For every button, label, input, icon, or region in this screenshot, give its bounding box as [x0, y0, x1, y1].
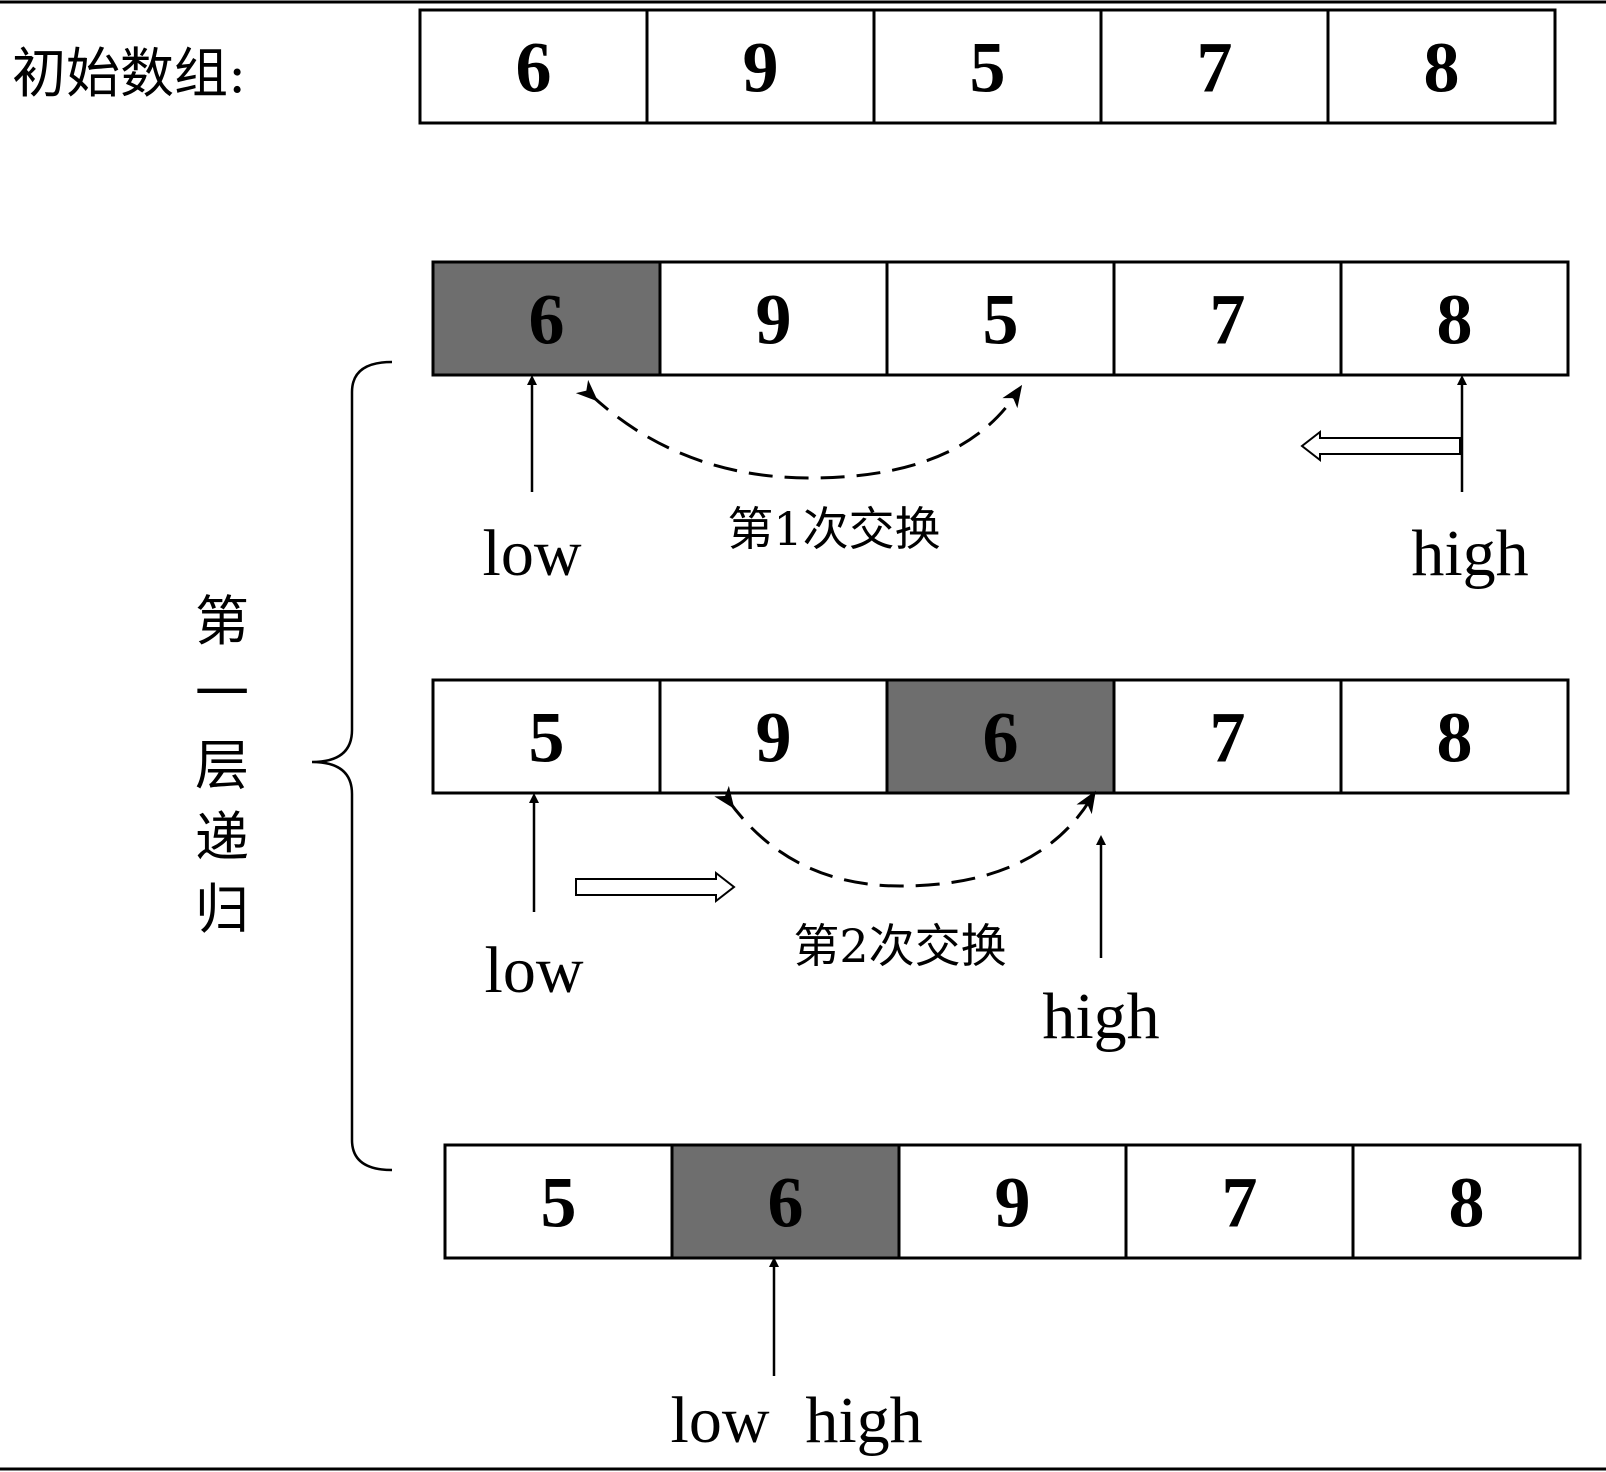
cell-value: 7 — [1210, 698, 1246, 778]
recursion-brace — [311, 360, 393, 1172]
cell-value: 8 — [1449, 1163, 1485, 1243]
array-cell — [1112, 260, 1343, 377]
low-label-3: low — [671, 1384, 770, 1457]
array-row-step-3: 5 6 9 7 8 — [443, 1143, 1582, 1260]
array-row-step-2: 5 9 6 7 8 — [431, 678, 1570, 795]
high-label-3: high — [805, 1384, 922, 1457]
cell-value: 7 — [1222, 1163, 1258, 1243]
array-cell — [1112, 678, 1343, 795]
swap-2-dashed-arrow — [714, 785, 1096, 888]
array-cell — [1351, 1143, 1582, 1260]
pivot-cell — [670, 1143, 901, 1260]
recursion-label-char-2: 一 — [195, 662, 249, 725]
swap-2-label: 第2次交换 — [793, 919, 1006, 973]
initial-array-label: 初始数组: — [12, 42, 246, 105]
array-cell — [658, 678, 889, 795]
array-cell — [431, 678, 662, 795]
cell-value: 6 — [983, 698, 1019, 778]
cell-value: 9 — [756, 698, 792, 778]
array-cell — [885, 260, 1116, 377]
array-cell — [1339, 260, 1570, 377]
recursion-label-char-4: 递 — [195, 806, 249, 869]
swap-1-label: 第1次交换 — [727, 502, 940, 556]
recursion-label-char-3: 层 — [195, 734, 249, 797]
cell-value: 9 — [743, 28, 779, 108]
cell-value: 9 — [995, 1163, 1031, 1243]
low-move-right-arrow — [575, 870, 736, 904]
array-cell — [645, 8, 876, 125]
cell-value: 8 — [1437, 280, 1473, 360]
high-move-left-arrow — [1300, 429, 1461, 463]
recursion-label-char-1: 第 — [195, 590, 249, 653]
cell-value: 5 — [529, 698, 565, 778]
high-label-1: high — [1411, 517, 1528, 590]
cell-value: 5 — [983, 280, 1019, 360]
cell-value: 7 — [1197, 28, 1233, 108]
array-cell — [872, 8, 1103, 125]
array-cell — [443, 1143, 674, 1260]
cell-value: 8 — [1437, 698, 1473, 778]
cell-value: 6 — [516, 28, 552, 108]
cell-value: 8 — [1424, 28, 1460, 108]
high-label-2: high — [1042, 980, 1159, 1053]
array-cell — [418, 8, 649, 125]
cell-value: 6 — [529, 280, 565, 360]
swap-1-dashed-arrow — [575, 379, 1023, 480]
array-cell — [658, 260, 889, 377]
cell-value: 5 — [541, 1163, 577, 1243]
array-cell — [1326, 8, 1557, 125]
low-label-1: low — [483, 517, 582, 590]
cell-value: 9 — [756, 280, 792, 360]
array-cell — [897, 1143, 1128, 1260]
array-cell — [1339, 678, 1570, 795]
cell-value: 6 — [768, 1163, 804, 1243]
low-label-2: low — [485, 934, 584, 1007]
array-row-step-1: 6 9 5 7 8 — [431, 260, 1570, 377]
pivot-cell — [431, 260, 662, 377]
cell-value: 5 — [970, 28, 1006, 108]
cell-value: 7 — [1210, 280, 1246, 360]
array-row-initial: 6 9 5 7 8 — [418, 8, 1557, 125]
recursion-label-char-5: 归 — [195, 878, 249, 941]
array-cell — [1099, 8, 1330, 125]
